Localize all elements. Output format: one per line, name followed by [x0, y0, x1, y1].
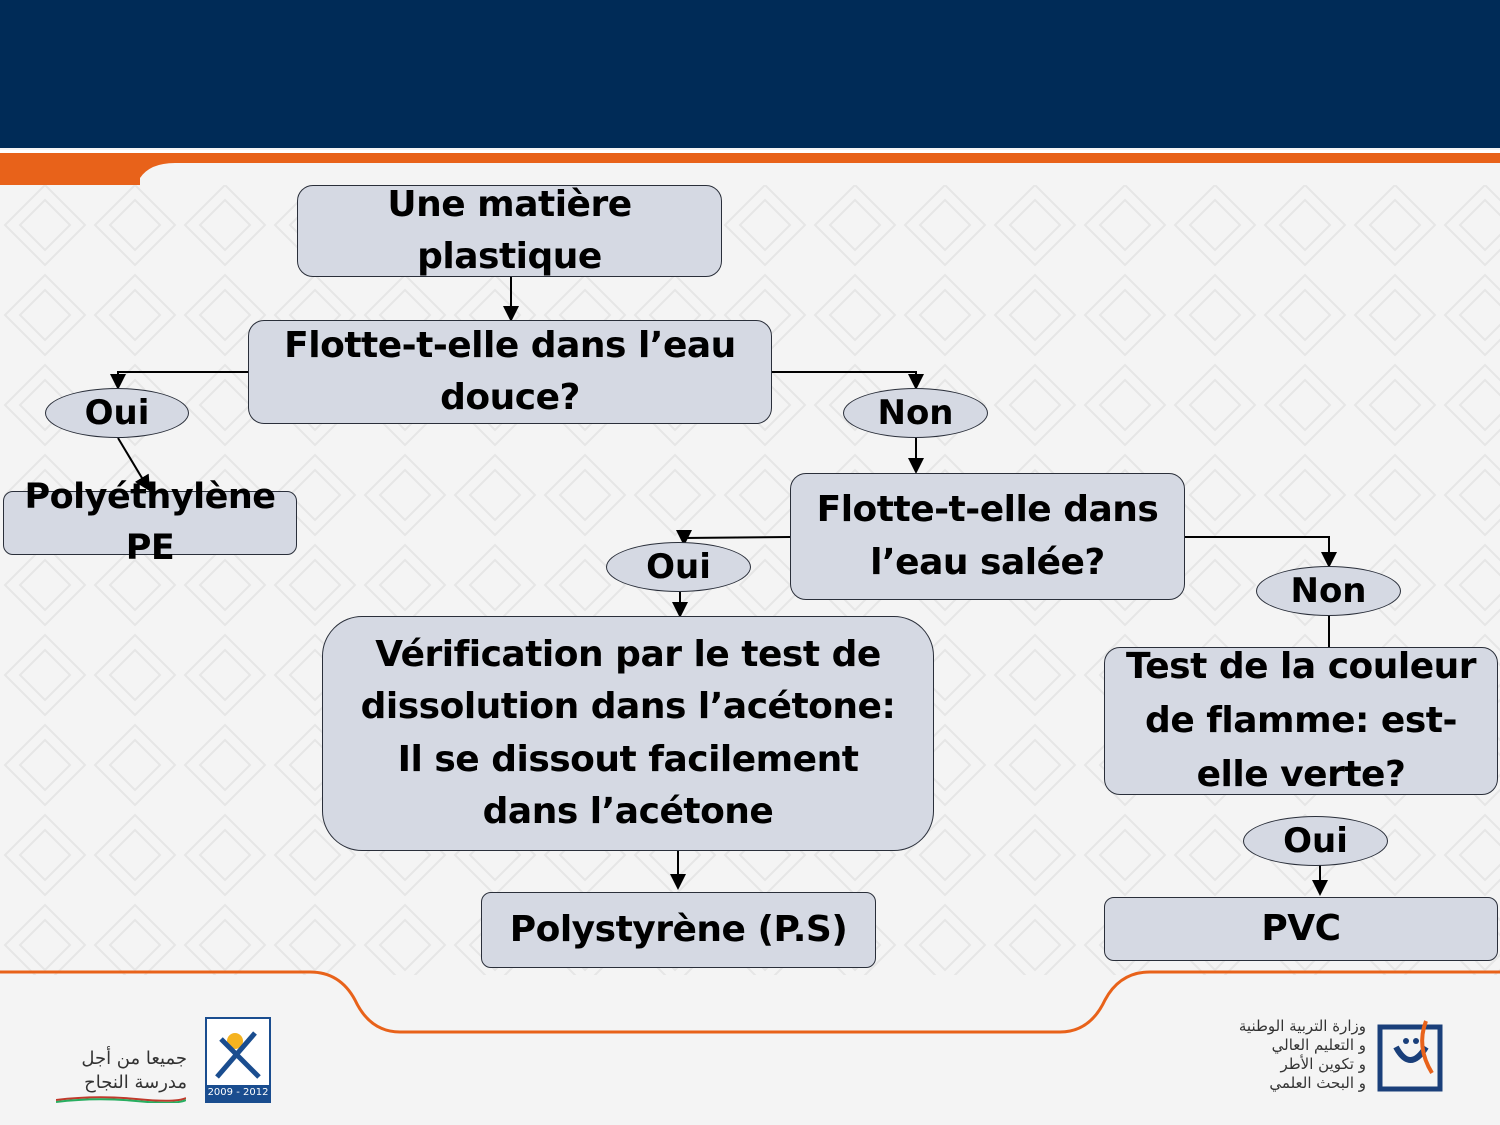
- left-logo-underline: [56, 1096, 186, 1103]
- right-logo-line4: و البحث العلمي: [1269, 1074, 1366, 1092]
- left-logo-line2: مدرسة النجاح: [84, 1072, 187, 1093]
- right-logo-line2: و التعليم العالي: [1271, 1036, 1366, 1054]
- label-yes-salt: Oui: [606, 542, 751, 592]
- label-yes-fresh: Oui: [45, 388, 189, 438]
- arrow-yes-to-pe: [117, 437, 151, 492]
- right-logo: وزارة التربية الوطنية و التعليم العالي و…: [1105, 1015, 1450, 1095]
- left-logo-emblem: 2009 - 2012: [205, 1017, 271, 1103]
- star-icon: [215, 1031, 261, 1079]
- footer-wave: [0, 970, 1500, 1034]
- arrow-q2-no: [1185, 536, 1337, 568]
- left-logo-years: 2009 - 2012: [207, 1085, 269, 1101]
- label-no-fresh: Non: [843, 388, 988, 438]
- node-question-fresh-water: Flotte-t-elle dans l’eau douce?: [248, 320, 772, 424]
- left-logo-line1: جميعا من أجل: [81, 1048, 187, 1069]
- right-logo-line1: وزارة التربية الوطنية: [1238, 1017, 1366, 1035]
- header-band: [0, 0, 1500, 148]
- node-start: Une matière plastique: [297, 184, 722, 277]
- label-yes-flame: Oui: [1243, 816, 1388, 866]
- orange-stripe: [0, 153, 1500, 185]
- node-polystyrene: Polystyrène (P.S): [481, 892, 876, 968]
- node-question-salt-water: Flotte-t-elle dans l’eau salée?: [790, 473, 1185, 600]
- node-question-flame: Test de la couleur de flamme: est-elle v…: [1104, 646, 1498, 795]
- right-logo-line3: و تكوين الأطر: [1280, 1055, 1366, 1073]
- label-no-salt: Non: [1256, 566, 1401, 616]
- left-logo: جميعا من أجل مدرسة النجاح 2009 - 2012: [50, 1015, 275, 1105]
- arrow-q1-yes: [110, 371, 248, 390]
- node-pvc: PVC: [1104, 897, 1498, 961]
- arrow-q2-yes: [676, 530, 791, 546]
- arrow-q1-no: [772, 371, 924, 390]
- ministry-emblem-icon: [1377, 1020, 1443, 1092]
- node-polyethylene: Polyéthylène PE: [3, 477, 297, 568]
- node-acetone-check: Vérification par le test de dissolution …: [322, 616, 934, 851]
